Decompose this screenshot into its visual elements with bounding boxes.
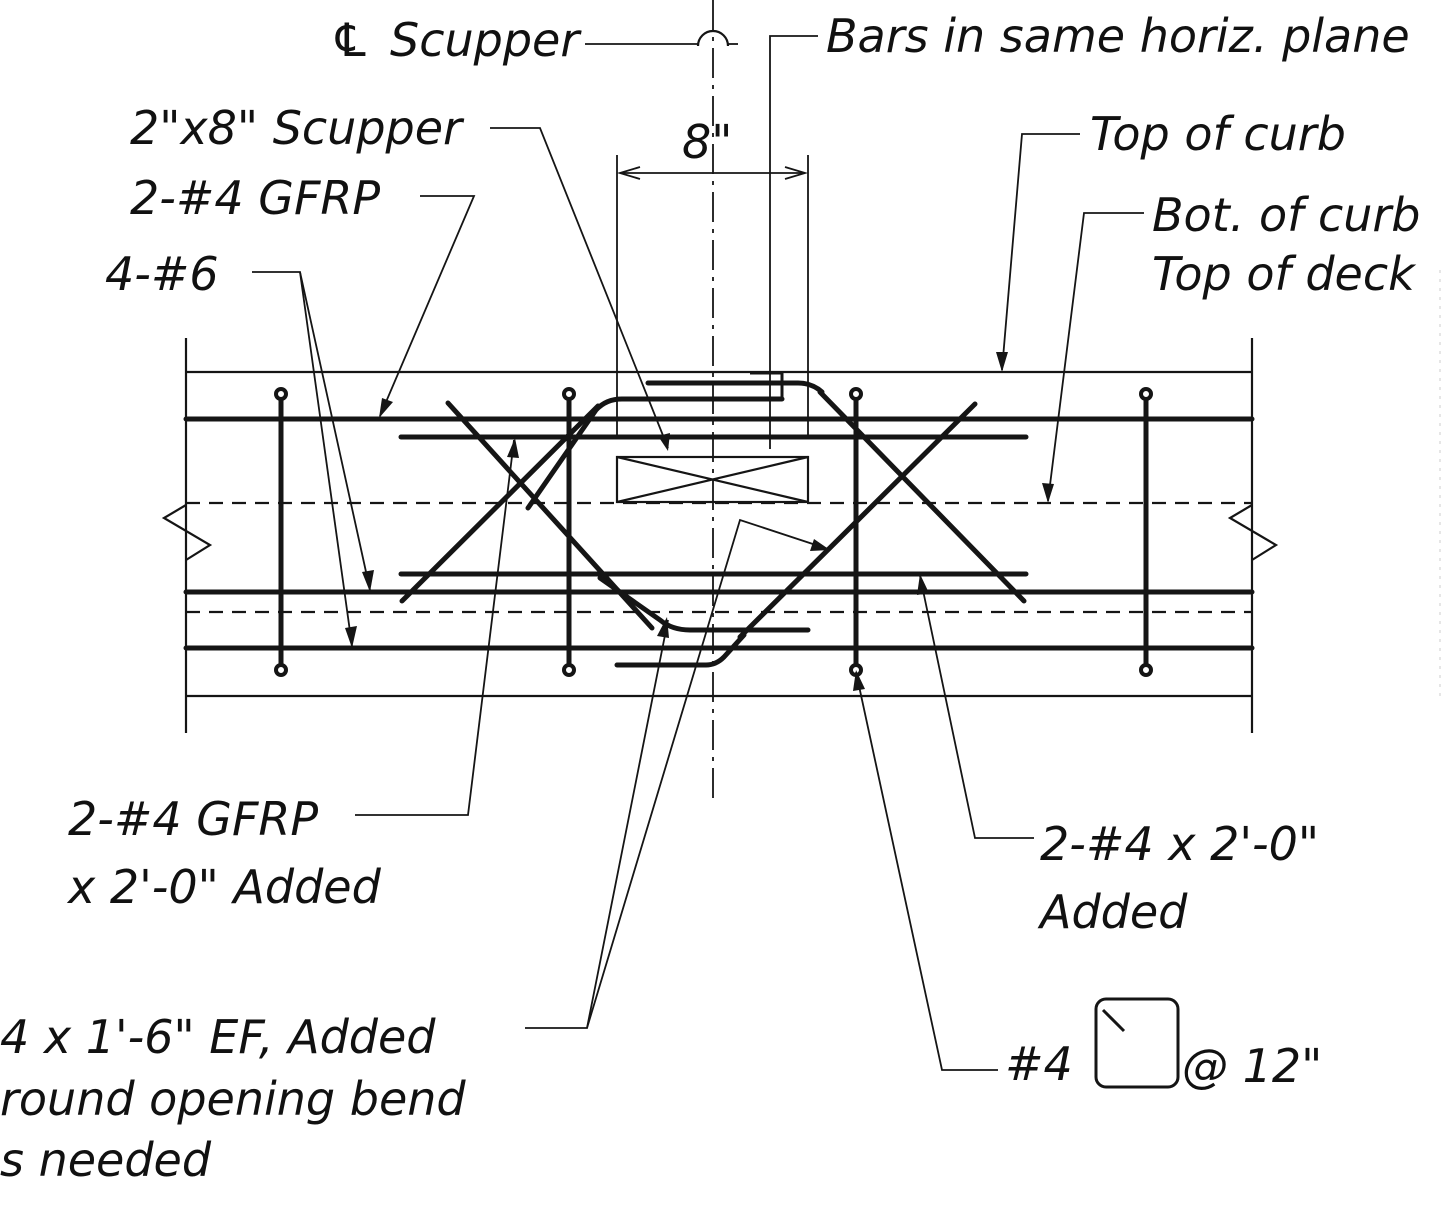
top-of-deck-label: Top of deck: [1152, 247, 1417, 301]
ef-added-label-line1: 4 x 1'-6" EF, Added: [0, 1010, 436, 1064]
bottom-of-curb-label: Bot. of curb: [1152, 188, 1421, 242]
centerline-marker: [696, 29, 730, 47]
top-of-curb-label: Top of curb: [1090, 107, 1346, 161]
stirrup-bar-label: #4: [1005, 1037, 1073, 1091]
centerline-scupper-label: ℄ Scupper: [330, 13, 582, 67]
stirrup-spacing-label: @ 12": [1182, 1039, 1322, 1093]
added-bars-label-line1: 2-#4 x 2'-0": [1040, 817, 1319, 871]
longitudinal-bars: [183, 416, 1255, 651]
leader-lines: [252, 35, 1144, 1071]
added-bars-label-line2: Added: [1037, 885, 1188, 939]
bars-same-plane-label: Bars in same horiz. plane: [826, 9, 1410, 63]
scupper-width-dimension: 8": [682, 115, 732, 169]
scupper-size-label: 2"x8" Scupper: [130, 101, 465, 155]
scupper-opening: [615, 455, 810, 504]
gfrp-added-label-line2: x 2'-0" Added: [66, 860, 382, 914]
square-stirrup-icon: [1094, 997, 1180, 1089]
scupper-dimension: [616, 155, 809, 436]
gfrp-added-label-line1: 2-#4 GFRP: [68, 792, 318, 846]
four-6-bars-label: 4-#6: [105, 247, 219, 301]
ef-added-label-line3: s needed: [0, 1133, 212, 1187]
bent-bars-around-opening: [525, 371, 825, 668]
right-break-symbol: [1227, 504, 1279, 561]
centerline-symbol-icon: ℄: [330, 13, 371, 67]
left-break-symbol: [161, 504, 213, 561]
ef-added-label-line2: round opening bend: [0, 1072, 466, 1126]
centerline-scupper-text: Scupper: [390, 13, 582, 67]
gfrp-bars-label: 2-#4 GFRP: [130, 171, 380, 225]
